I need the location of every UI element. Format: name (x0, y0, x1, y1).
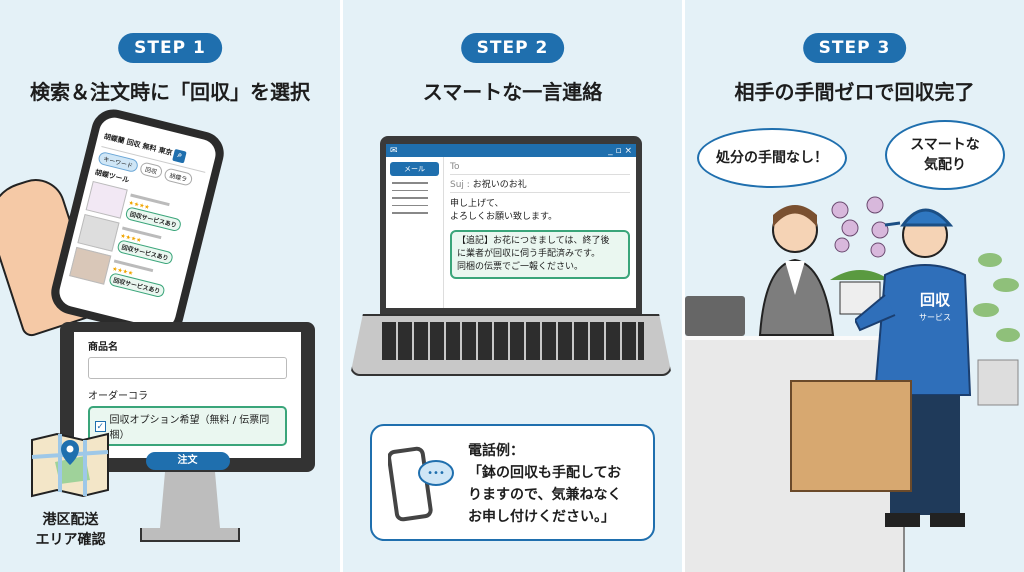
cardboard-box (790, 380, 912, 492)
product-name-input[interactable] (88, 357, 287, 379)
mail-button[interactable]: メール (390, 162, 439, 176)
step-badge: STEP 1 (118, 33, 222, 63)
mail-window: ✉ _ ▫ × メール To Suj : お祝いのお礼 申し上げて、よろしくお願い… (386, 144, 636, 308)
filter-chip[interactable]: 回収 (138, 161, 164, 180)
step-badge: STEP 3 (802, 33, 907, 63)
step2-panel: STEP 2 スマートな一言連絡 ✉ _ ▫ × メール To Suj : お祝い… (343, 0, 682, 572)
checkbox-checked-icon[interactable]: ✓ (95, 420, 106, 432)
step3-panel: STEP 3 相手の手間ゼロで回収完了 処分の手間なし！ スマートな気配り 回収… (685, 0, 1024, 572)
desktop-monitor: 商品名 オーダーコラ ✓回収オプション希望（無料 / 伝票同梱） 注文 (60, 322, 315, 472)
map-icon (31, 432, 109, 498)
phone-call-text: 電話例：「鉢の回収も手配しておりますので、気兼ねなくお申し付けください。」 (468, 443, 622, 525)
order-comment-label: オーダーコラ (88, 391, 148, 402)
product-name-label: 商品名 (88, 342, 118, 353)
laptop: ✉ _ ▫ × メール To Suj : お祝いのお礼 申し上げて、よろしくお願い… (380, 136, 642, 314)
smartphone-chat-icon: ••• (388, 446, 454, 522)
potted-plant (973, 253, 1020, 406)
step-title: 相手の手間ゼロで回収完了 (734, 80, 975, 104)
window-controls[interactable]: _ ▫ × (608, 145, 632, 156)
laptop-keyboard (350, 314, 672, 376)
order-button[interactable]: 注文 (145, 452, 230, 470)
step-title: スマートな一言連絡 (422, 80, 603, 104)
monitor (685, 296, 745, 336)
receptionist-illustration (758, 205, 835, 336)
option-label: 回収オプション希望（無料 / 伝票同梱） (109, 415, 270, 441)
jacket-text: 回収 (920, 291, 951, 309)
collection-option[interactable]: ✓回収オプション希望（無料 / 伝票同梱） (88, 406, 287, 446)
smartphone: 胡蝶蘭 回収 無料 東京⌕ キーワード 回収 胡蝶ラ 胡蝶ツール ★★★★回収サ… (46, 104, 229, 342)
monitor-stand (140, 472, 240, 542)
speech-bubble-staff: 処分の手間なし！ (697, 128, 847, 188)
svg-text:•••: ••• (427, 468, 445, 479)
step-title: 検索＆注文時に「回収」を選択 (30, 80, 310, 104)
mail-icon: ✉ (390, 145, 398, 156)
search-icon[interactable]: ⌕ (172, 148, 187, 164)
map-label: 港区配送エリア確認 (35, 512, 106, 548)
step1-panel: STEP 1 検索＆注文時に「回収」を選択 胡蝶蘭 回収 無料 東京⌕ キーワー… (0, 0, 340, 572)
filter-chip[interactable]: 胡蝶ラ (163, 167, 194, 187)
email-postscript: 【追記】お花につきましては、終了後に業者が回収に伺う手配済みです。同梱の伝票でご… (450, 230, 630, 279)
speech-bubble-courier: スマートな気配り (885, 120, 1005, 190)
jacket-subtext: サービス (919, 313, 951, 322)
service-tag: 回収サービスあり (108, 272, 166, 299)
subject-field[interactable]: Suj : お祝いのお礼 (450, 175, 630, 193)
to-field[interactable]: To (450, 160, 630, 175)
step-badge: STEP 2 (460, 33, 565, 63)
email-body[interactable]: 申し上げて、よろしくお願い致します。 (450, 199, 558, 222)
